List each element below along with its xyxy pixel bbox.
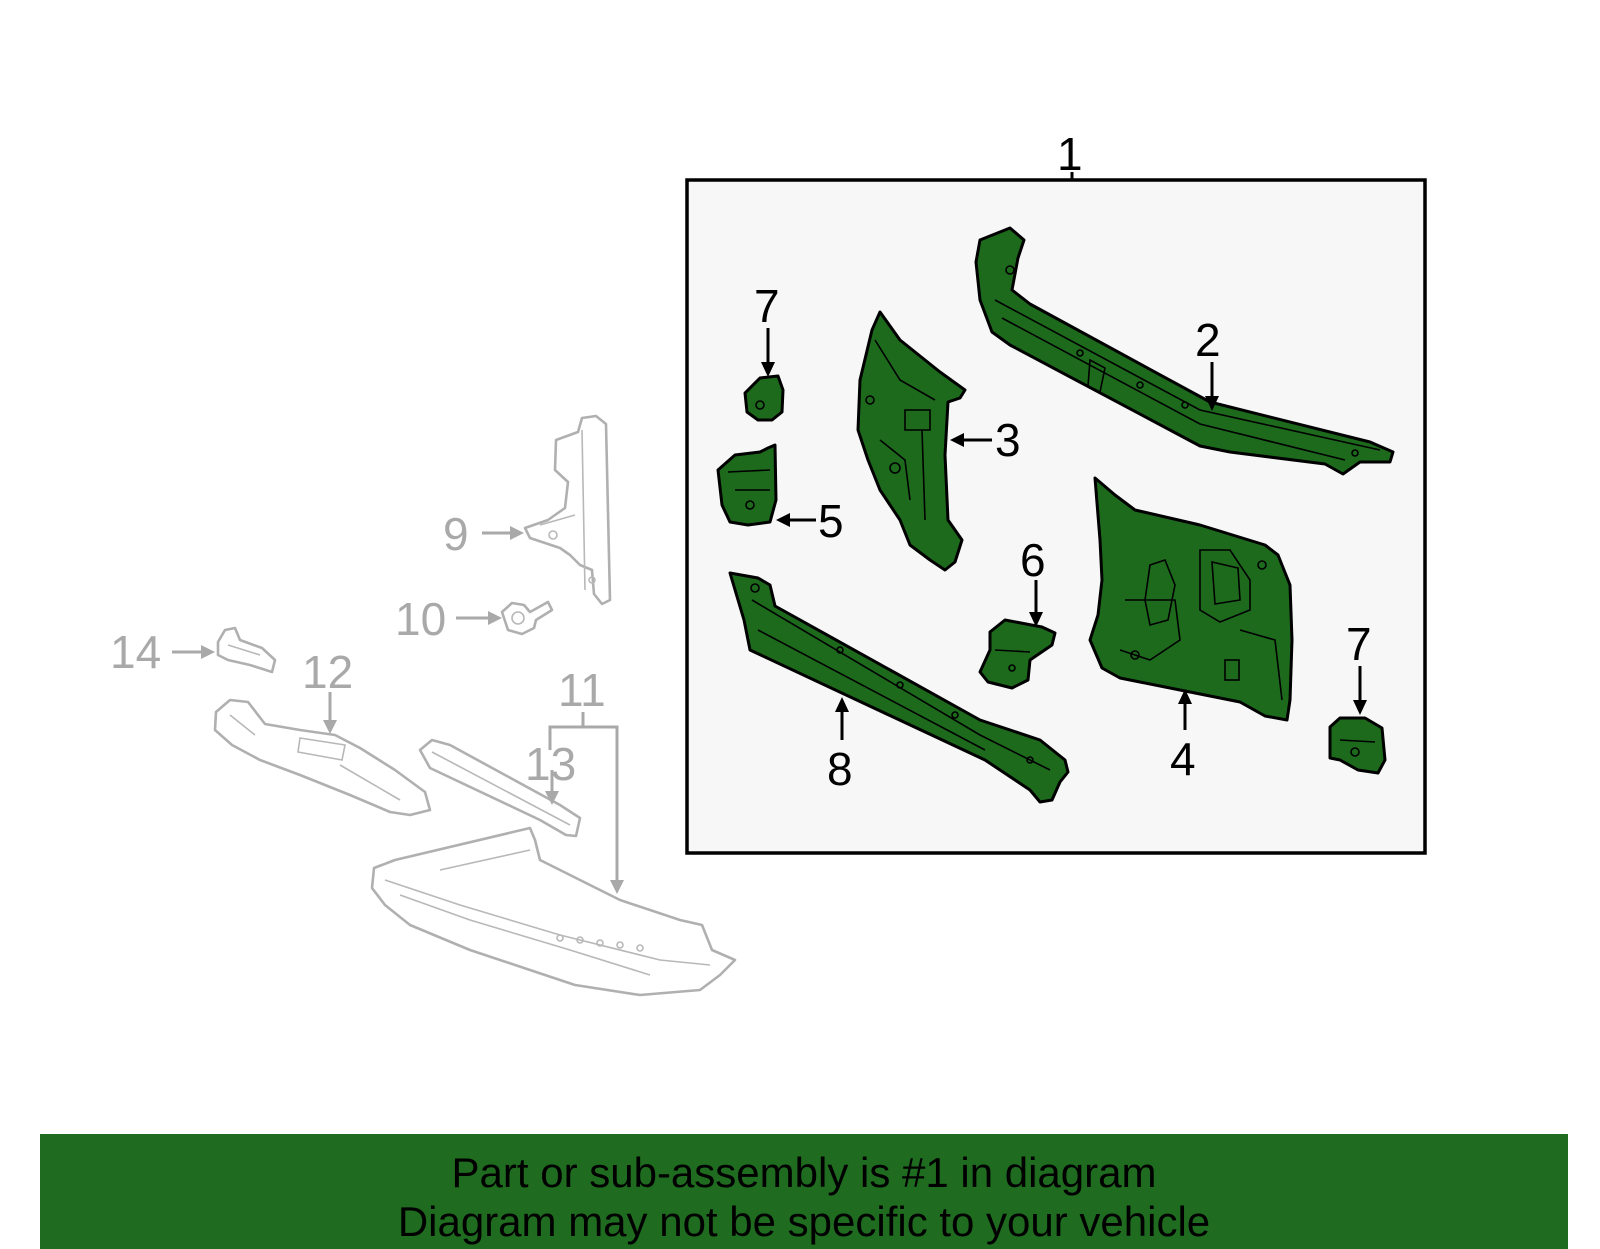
info-banner: Part or sub-assembly is #1 in diagram Di… [40, 1134, 1568, 1249]
callout-1[interactable]: 1 [1057, 128, 1083, 180]
callout-12[interactable]: 12 [302, 646, 353, 698]
callout-10[interactable]: 10 [395, 593, 446, 645]
arrowhead-7b [1353, 700, 1367, 715]
part-7-bracket-left[interactable] [743, 374, 785, 422]
callout-2[interactable]: 2 [1195, 314, 1221, 366]
callout-14[interactable]: 14 [110, 626, 161, 678]
arrowhead-9 [510, 526, 524, 540]
part-13-rail[interactable] [418, 738, 582, 838]
assembly-box[interactable] [685, 178, 1427, 855]
part-10-bolt[interactable] [500, 600, 554, 636]
callout-5[interactable]: 5 [818, 495, 844, 547]
part-3-side-member[interactable] [856, 310, 967, 572]
part-8-lower-tie-bar[interactable] [728, 571, 1070, 804]
arrowhead-8 [835, 697, 849, 712]
callout-7-right[interactable]: 7 [1346, 618, 1372, 670]
callout-3[interactable]: 3 [995, 414, 1021, 466]
part-4-lower-panel[interactable] [1088, 476, 1294, 722]
arrowhead-13 [545, 791, 559, 805]
arrowhead-4 [1178, 689, 1192, 704]
part-11-lower-cover[interactable] [370, 826, 737, 997]
arrowhead-14 [201, 645, 215, 659]
callout-9[interactable]: 9 [443, 508, 469, 560]
banner-line-1: Part or sub-assembly is #1 in diagram [451, 1149, 1157, 1196]
part-5-bracket[interactable] [716, 443, 778, 527]
part-12-deflector[interactable] [213, 698, 432, 817]
callout-8[interactable]: 8 [827, 743, 853, 795]
arrowhead-5 [776, 513, 790, 527]
callout-11[interactable]: 11 [558, 664, 606, 716]
part-9-pillar[interactable] [523, 414, 612, 606]
callout-6[interactable]: 6 [1020, 534, 1046, 586]
part-7-bracket-right[interactable] [1328, 716, 1387, 775]
arrowhead-3 [950, 433, 964, 447]
arrowhead-6 [1029, 612, 1043, 627]
part-2-upper-support[interactable] [974, 226, 1395, 476]
arrowhead-10 [488, 611, 502, 625]
arrowhead-7a [761, 362, 775, 377]
arrowhead-11 [610, 880, 624, 894]
arrowhead-12 [323, 720, 337, 734]
arrowhead-2 [1205, 396, 1219, 411]
callout-7-left[interactable]: 7 [754, 280, 780, 332]
part-14-clip[interactable] [216, 626, 277, 674]
banner-line-2: Diagram may not be specific to your vehi… [397, 1198, 1211, 1245]
callout-4[interactable]: 4 [1170, 733, 1196, 785]
